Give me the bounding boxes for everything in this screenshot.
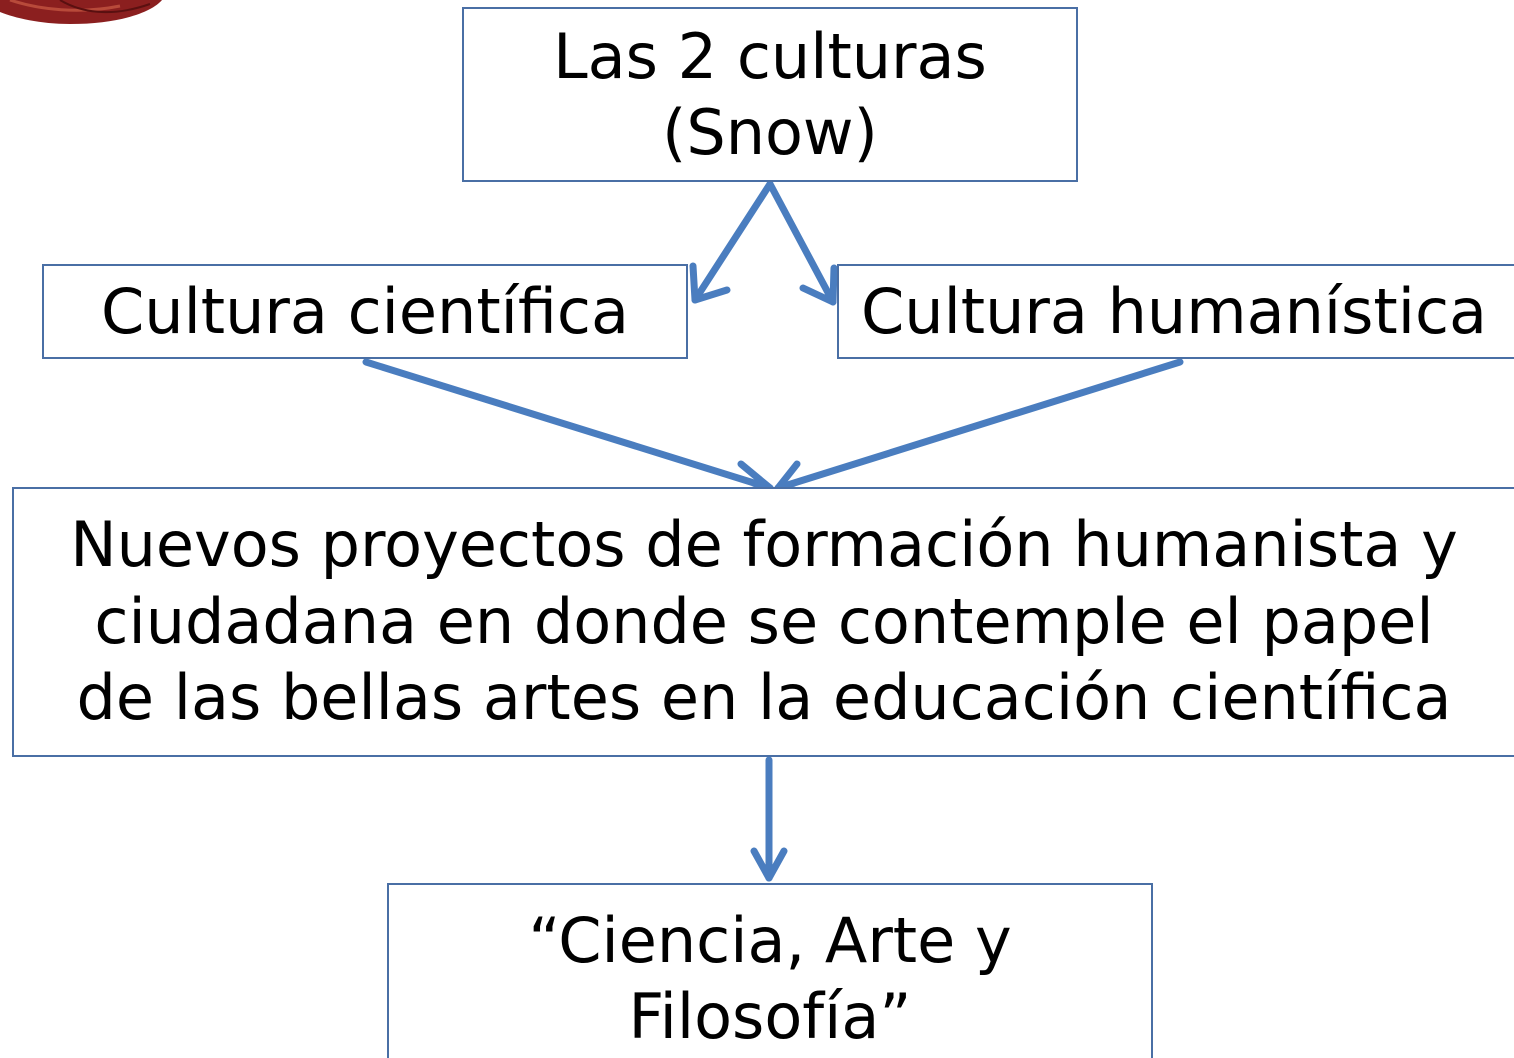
arrow-top-to-left [689,180,774,304]
node-label: “Ciencia, Arte y Filosofía” [528,904,1012,1053]
arrow-left-to-middle [362,358,774,497]
node-label: Nuevos proyectos de formación humanista … [70,507,1458,735]
node-cultura-cientifica: Cultura científica [42,264,688,359]
node-las-2-culturas: Las 2 culturas (Snow) [462,7,1078,182]
node-ciencia-arte-filosofia: “Ciencia, Arte y Filosofía” [387,883,1153,1058]
logo-fragment-image [0,0,162,24]
arrow-right-to-middle [774,358,1184,497]
arrow-top-to-right [766,180,838,306]
node-label: Las 2 culturas (Snow) [553,19,987,169]
arrow-middle-to-bottom [750,756,788,882]
node-cultura-humanistica: Cultura humanística [837,264,1514,359]
node-label: Cultura científica [100,274,630,348]
node-label: Cultura humanística [861,274,1488,348]
node-nuevos-proyectos: Nuevos proyectos de formación humanista … [12,487,1514,757]
